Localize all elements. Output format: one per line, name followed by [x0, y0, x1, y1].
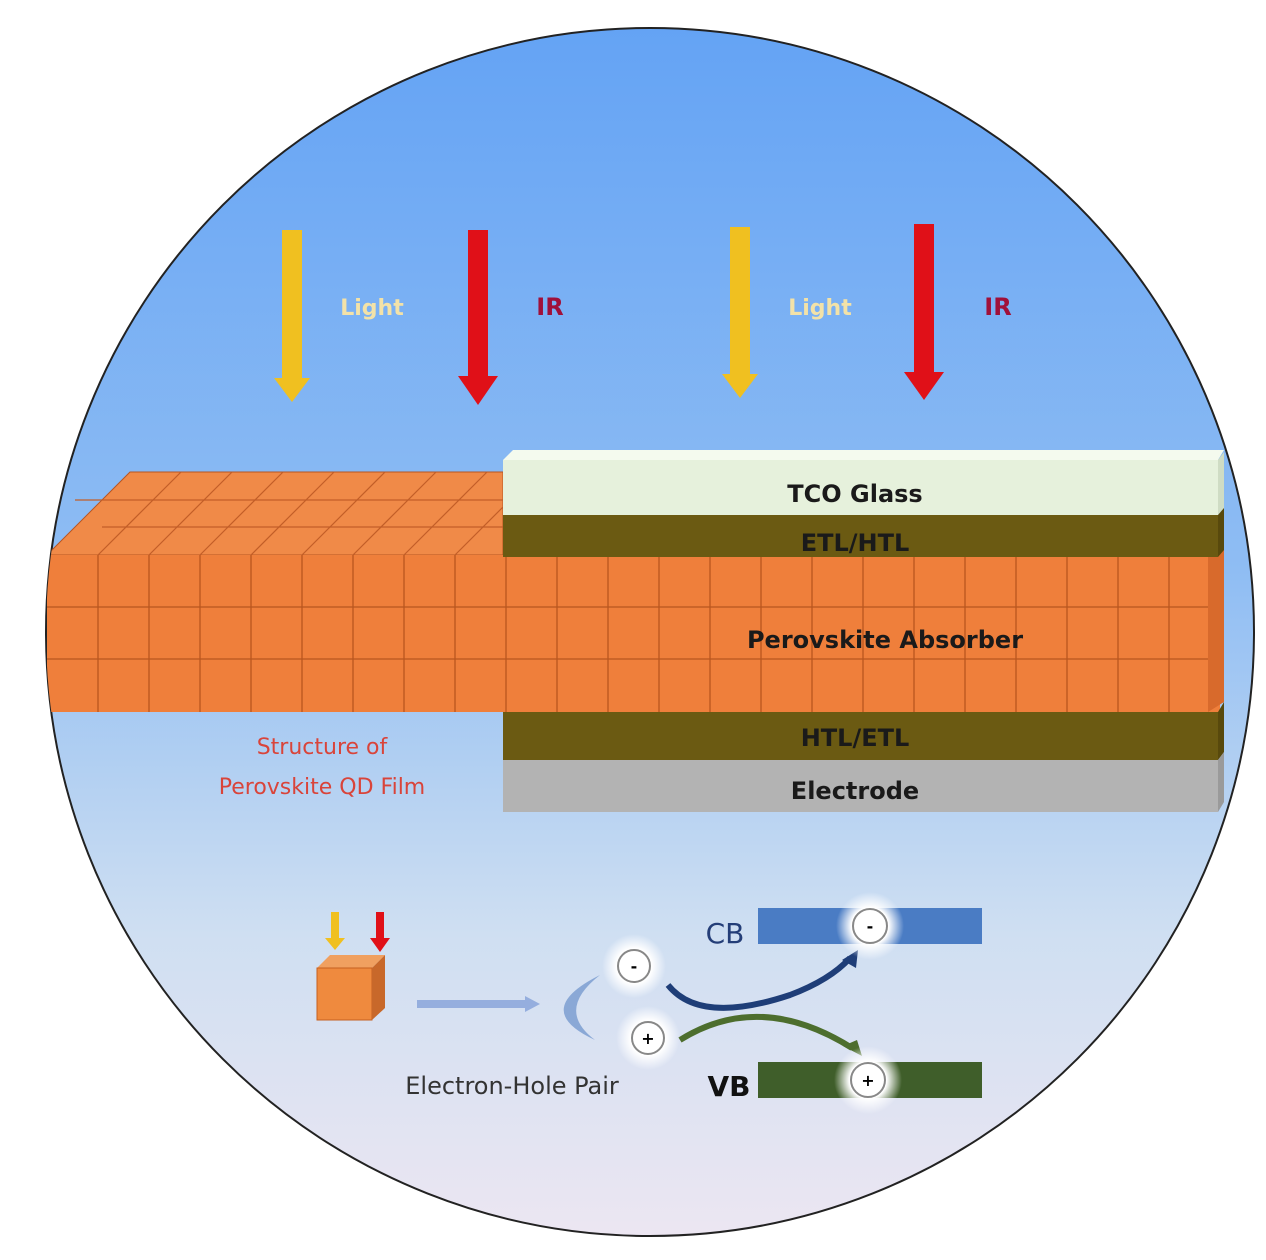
svg-text:+: + — [861, 1071, 874, 1090]
cell-divider — [301, 471, 386, 556]
cell-divider — [148, 471, 233, 556]
cb-electron-particle: - — [836, 892, 904, 960]
cell-divider — [250, 471, 335, 556]
light-arrow-1 — [274, 230, 310, 402]
electron-transfer-arrow — [665, 955, 853, 1011]
cell-divider — [352, 471, 437, 556]
etl-htl-label: ETL/HTL — [801, 529, 910, 557]
cb-label: CB — [706, 917, 745, 950]
perovskite-absorber-layer — [47, 555, 1220, 712]
htl-etl-layer — [503, 712, 1218, 760]
vb-label: VB — [707, 1070, 750, 1103]
electron-particle: - — [602, 934, 666, 998]
svg-text:+: + — [641, 1029, 654, 1048]
excitation-arrow — [417, 996, 540, 1012]
ir-label-1: IR — [536, 293, 563, 321]
etl-htl-layer — [503, 515, 1218, 557]
ir-label-2: IR — [984, 293, 1011, 321]
tco-glass-label: TCO Glass — [787, 480, 922, 508]
ir-arrow-2 — [904, 224, 944, 400]
cell-divider — [403, 471, 488, 556]
film-caption-line1: Structure of — [257, 735, 389, 760]
svg-text:-: - — [867, 917, 874, 936]
ir-arrow-1 — [458, 230, 498, 405]
film-caption-line2: Perovskite QD Film — [219, 775, 426, 800]
light-label-1: Light — [340, 296, 404, 321]
svg-text:-: - — [631, 957, 638, 976]
electron-hole-pair-label: Electron-Hole Pair — [405, 1072, 619, 1100]
tco-glass-layer — [503, 460, 1218, 515]
electrode-layer — [503, 760, 1218, 812]
htl-etl-label: HTL/ETL — [801, 724, 910, 752]
electrode-label: Electrode — [791, 777, 919, 805]
light-arrow-2 — [722, 227, 758, 398]
cell-divider — [199, 471, 284, 556]
perovskite-absorber-label: Perovskite Absorber — [747, 626, 1023, 654]
pair-bracket — [563, 975, 600, 1040]
vb-hole-particle: + — [834, 1046, 902, 1114]
hole-transfer-arrow — [678, 1013, 854, 1051]
cell-divider — [97, 471, 182, 556]
hole-particle: + — [616, 1006, 680, 1070]
qd-cube-icon — [316, 912, 390, 1021]
light-label-2: Light — [788, 296, 852, 321]
